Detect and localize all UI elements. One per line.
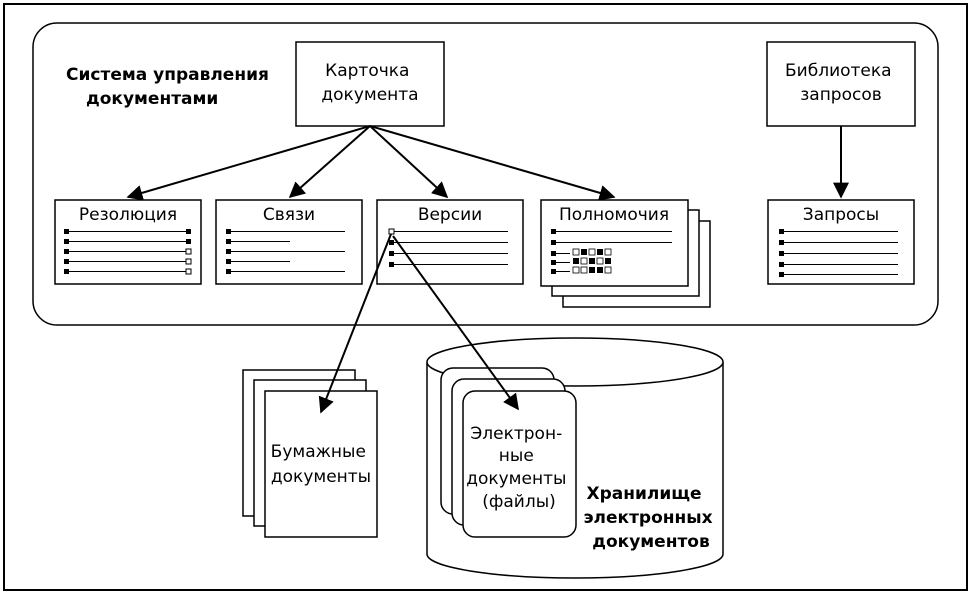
electronic-documents: Электрон- ные документы (файлы) bbox=[440, 367, 577, 538]
module-permissions-label: Полномочия bbox=[559, 205, 669, 225]
svg-text:Электрон- ные доку: Электрон- ные документы (файлы) bbox=[466, 424, 572, 512]
outer-frame bbox=[3, 3, 968, 591]
queries-list-icon bbox=[779, 229, 898, 277]
module-versions: Версии bbox=[376, 199, 524, 285]
module-queries: Запросы bbox=[767, 199, 915, 285]
arrow-card-to-links bbox=[288, 125, 371, 199]
module-links: Связи bbox=[215, 199, 363, 285]
storage-title: Хранилище электронных документов bbox=[583, 484, 718, 552]
module-links-label: Связи bbox=[263, 205, 315, 225]
query-library: Библиотека запросов bbox=[766, 41, 916, 127]
paper-documents: Бумажные документы bbox=[242, 369, 378, 538]
document-card: Карточка документа bbox=[295, 41, 445, 127]
svg-text:Библиотека запросов: Библиотека запросов bbox=[785, 61, 897, 105]
resolution-list-icon bbox=[64, 229, 192, 275]
module-resolution-label: Резолюция bbox=[79, 205, 177, 225]
arrow-card-to-permissions bbox=[369, 125, 616, 201]
links-list-icon bbox=[226, 229, 345, 274]
system-title: Система управления документами bbox=[66, 65, 275, 109]
arrow-card-to-resolution bbox=[126, 125, 371, 201]
arrow-versions-to-electronic bbox=[392, 235, 519, 411]
arrow-versions-to-paper bbox=[318, 233, 392, 414]
module-permissions: Полномочия bbox=[540, 199, 711, 308]
module-resolution: Резолюция bbox=[54, 199, 202, 285]
module-versions-label: Версии bbox=[418, 205, 482, 225]
svg-text:Карточка документа: Карточка документа bbox=[321, 61, 418, 105]
module-queries-label: Запросы bbox=[803, 205, 879, 225]
permissions-grid-icon bbox=[551, 229, 672, 274]
svg-text:Бумажные документы: Бумажные документы bbox=[271, 442, 372, 487]
system-container bbox=[32, 22, 939, 326]
arrow-card-to-versions bbox=[369, 125, 449, 199]
